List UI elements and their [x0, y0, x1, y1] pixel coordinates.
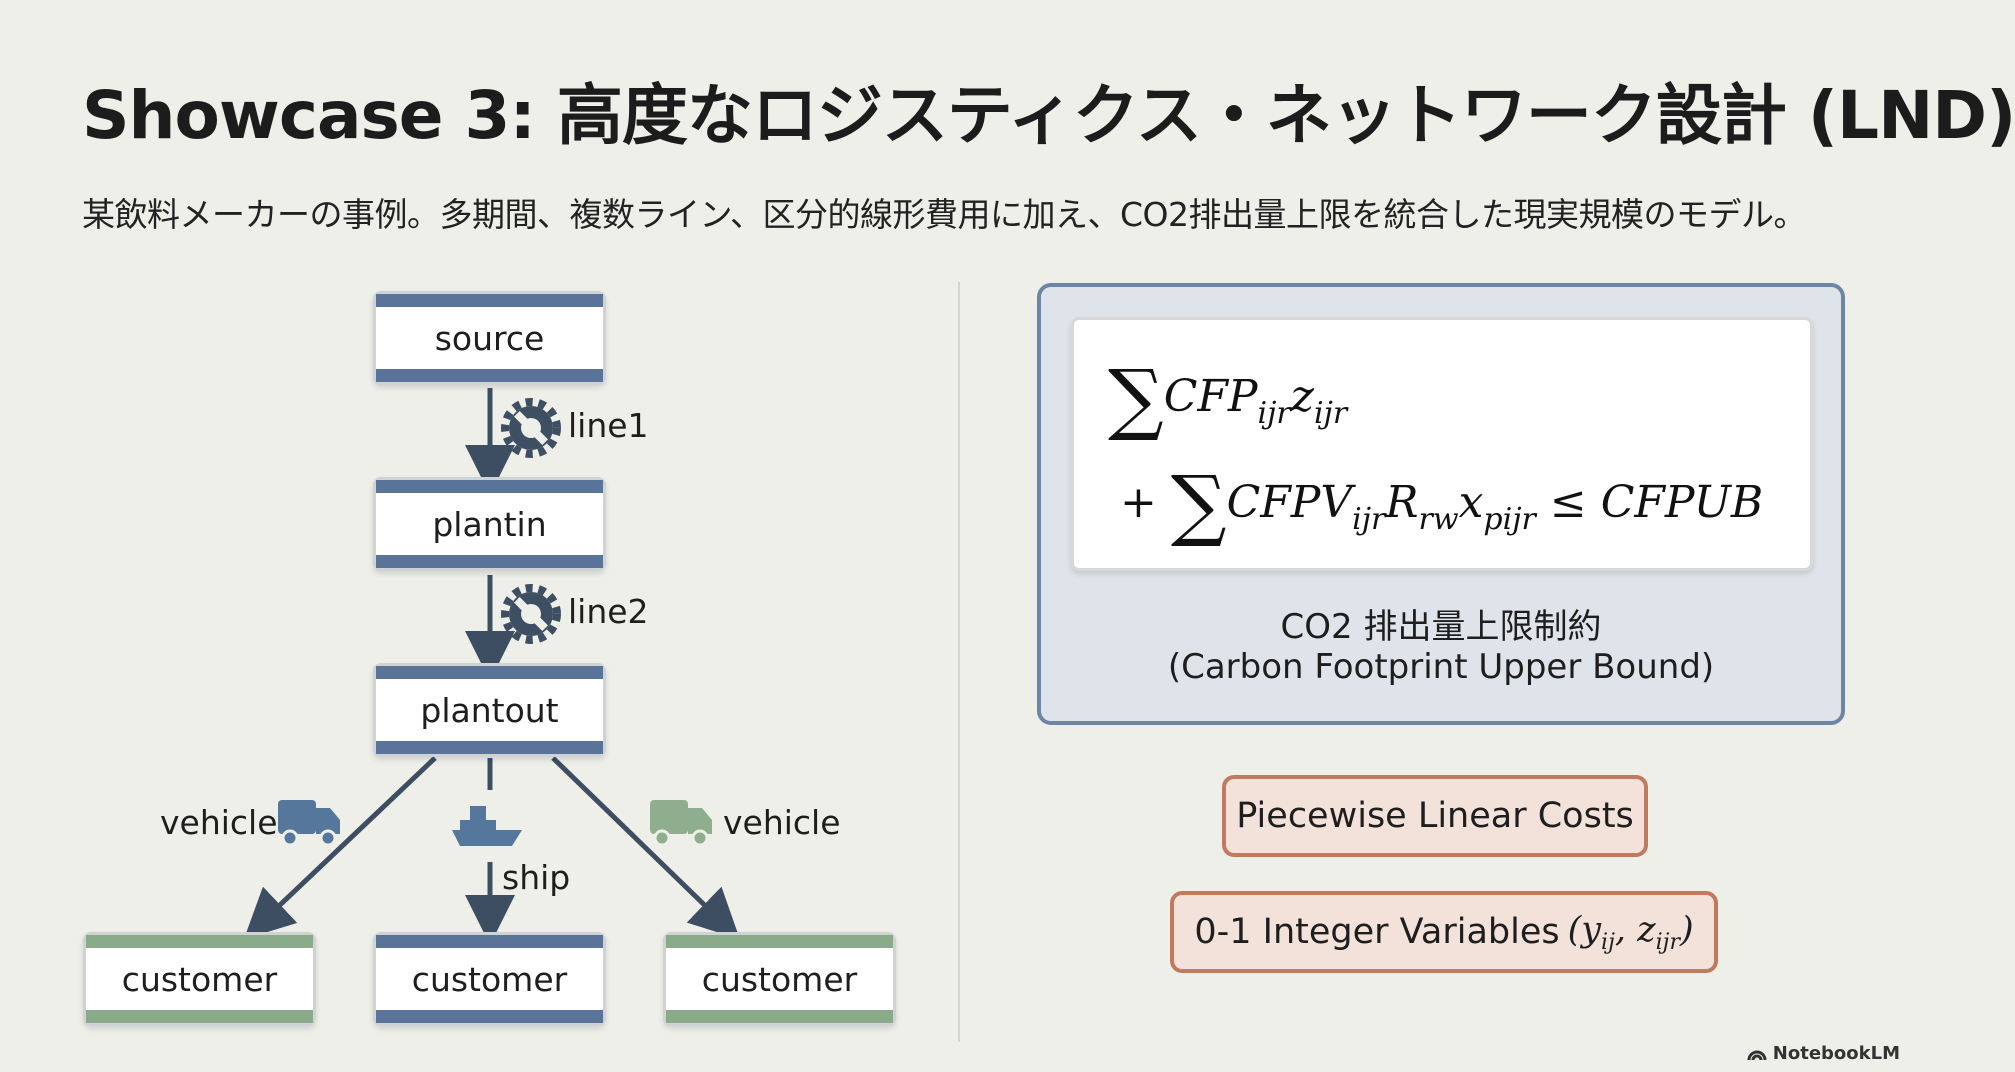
node-customer-right-label: customer: [701, 959, 858, 999]
page-subtitle: 某飲料メーカーの事例。多期間、複数ライン、区分的線形費用に加え、CO2排出量上限…: [82, 195, 1807, 234]
node-customer-left-label: customer: [121, 959, 278, 999]
formula-plus: +: [1120, 477, 1157, 528]
sub-ijr: ijr: [1655, 929, 1680, 955]
formula-line-1: ∑CFPijrzijr: [1108, 354, 1347, 444]
formula-sub: pijr: [1483, 502, 1536, 537]
formula-var-z: z: [1290, 371, 1314, 422]
formula-sub: ijr: [1352, 502, 1386, 537]
notebooklm-icon: [1747, 1050, 1767, 1060]
gear-wrench-icon: [501, 398, 561, 458]
node-plantout-label: plantout: [420, 690, 559, 730]
integer-variables-label: 0-1 Integer Variables: [1194, 912, 1560, 952]
co2-constraint-panel: ∑CFPijrzijr + ∑CFPVijrRrwxpijr ≤ CFPUB C…: [1037, 283, 1845, 725]
paren-open: (: [1567, 909, 1582, 950]
constraint-caption-ja: CO2 排出量上限制約: [1280, 607, 1602, 647]
edge-plantout-customer-right: [551, 756, 740, 940]
edge-label-vehicle-left: vehicle: [160, 803, 278, 842]
node-customer-center-label: customer: [411, 959, 568, 999]
node-plantin: plantin: [373, 477, 606, 571]
notebooklm-text: NotebookLM: [1772, 1043, 1900, 1064]
formula-var-x: x: [1458, 477, 1484, 528]
formula-upper-bound: CFPUB: [1600, 477, 1764, 528]
node-customer-right: customer: [663, 932, 896, 1026]
ship-icon: [452, 806, 522, 846]
formula-sub: ijr: [1313, 396, 1348, 431]
truck-icon: [278, 800, 340, 847]
flow-edges: [243, 388, 740, 945]
formula-sub: rw: [1418, 502, 1459, 537]
var-y: y: [1581, 909, 1602, 950]
node-source-label: source: [434, 318, 545, 358]
sum-symbol: ∑: [1108, 354, 1164, 444]
formula-line-2: + ∑CFPVijrRrwxpijr ≤ CFPUB: [1120, 460, 1763, 550]
formula-var-r: R: [1385, 477, 1419, 528]
truck-icon: [650, 800, 712, 847]
var-z: z: [1637, 909, 1656, 950]
edge-label-vehicle-right: vehicle: [723, 803, 841, 842]
edge-label-ship: ship: [502, 858, 571, 897]
formula-term-cfpv: CFPV: [1226, 477, 1353, 528]
node-plantout: plantout: [373, 663, 606, 757]
edge-plantout-customer-left: [243, 756, 437, 940]
edge-label-line2: line2: [568, 592, 649, 631]
paren-close: ): [1680, 909, 1694, 950]
formula-leq: ≤: [1549, 477, 1587, 528]
integer-variables-tag: 0-1 Integer Variables (yij, zijr): [1170, 891, 1718, 973]
node-source: source: [373, 291, 606, 385]
separator: ,: [1614, 909, 1638, 950]
sub-ij: ij: [1601, 929, 1615, 955]
constraint-caption-en: (Carbon Footprint Upper Bound): [1167, 647, 1715, 687]
formula-card: ∑CFPijrzijr + ∑CFPVijrRrwxpijr ≤ CFPUB: [1071, 317, 1813, 571]
integer-variables-math: (yij, zijr): [1568, 910, 1694, 955]
gear-wrench-icon: [501, 584, 561, 644]
node-plantin-label: plantin: [432, 504, 547, 544]
edge-label-line1: line1: [568, 406, 649, 445]
page-title: Showcase 3: 高度なロジスティクス・ネットワーク設計 (LND): [82, 77, 2015, 154]
node-customer-left: customer: [83, 932, 316, 1026]
sum-symbol: ∑: [1170, 460, 1227, 550]
node-customer-center: customer: [373, 932, 606, 1026]
formula-term-cfp: CFP: [1163, 371, 1258, 422]
notebooklm-logo: NotebookLM: [1747, 1043, 1900, 1064]
piecewise-linear-costs-tag: Piecewise Linear Costs: [1222, 775, 1648, 857]
formula-sub: ijr: [1257, 396, 1291, 431]
piecewise-linear-costs-label: Piecewise Linear Costs: [1236, 796, 1634, 836]
column-divider: [958, 282, 960, 1042]
